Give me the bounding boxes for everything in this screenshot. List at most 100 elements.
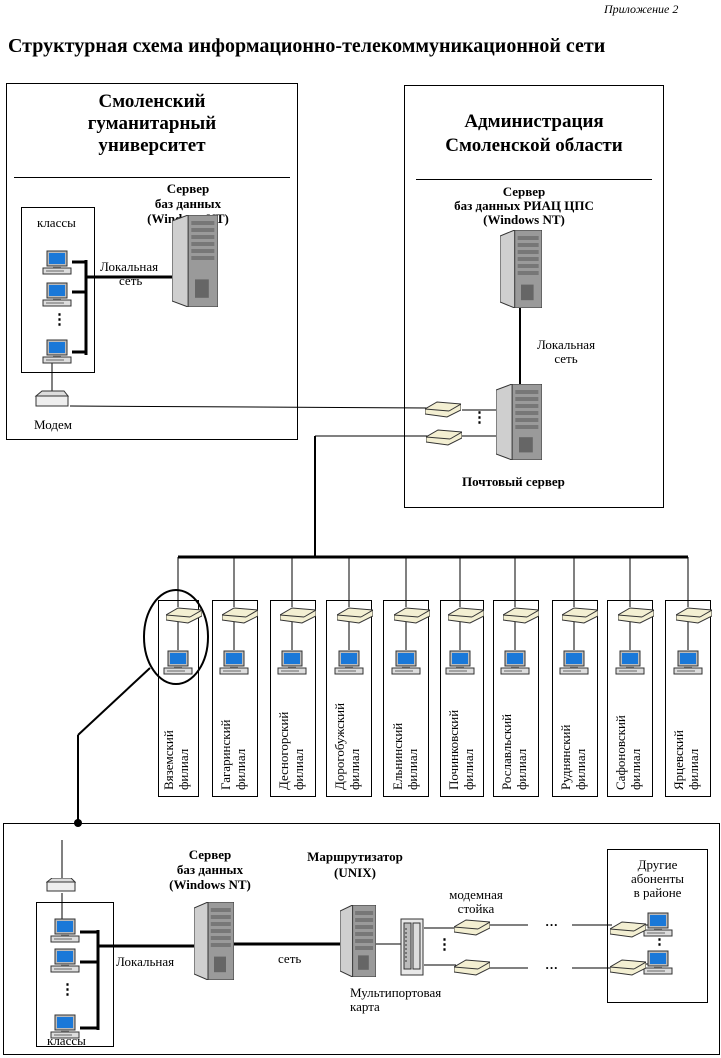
caption-line: сеть <box>119 273 143 288</box>
computer-icon <box>42 282 72 307</box>
modem-icon <box>454 959 490 976</box>
administration-divider <box>416 179 652 180</box>
caption-line: баз данных <box>154 196 222 211</box>
branch-label: Дорогобужский филиал <box>332 690 362 790</box>
university-name-line: университет <box>98 135 206 156</box>
modem-icon <box>448 607 484 624</box>
district-panel <box>3 823 720 1055</box>
modem-icon <box>394 607 430 624</box>
computer-icon <box>163 650 193 675</box>
annex-label: Приложение 2 <box>604 2 679 16</box>
page-title: Структурная схема информационно-телекомм… <box>8 35 606 57</box>
dots: ··· <box>545 960 559 975</box>
district-lan-right: сеть <box>278 951 302 966</box>
branch-label: Вяземский филиал <box>161 690 191 790</box>
computer-icon <box>559 650 589 675</box>
caption-line: Сервер <box>188 847 232 862</box>
computer-icon <box>50 948 80 973</box>
server-icon <box>194 902 234 980</box>
administration-name: Администрация Смоленской области <box>404 110 664 158</box>
other-subscribers-frame <box>607 849 708 1003</box>
administration-name-line: Администрация <box>464 111 604 132</box>
modem-icon <box>454 919 490 936</box>
modem-icon <box>166 607 202 624</box>
branch-label: Ельнинский филиал <box>390 690 420 790</box>
branch-label: Руднянский филиал <box>558 690 588 790</box>
university-lan-label: Локальная сеть <box>100 260 158 288</box>
university-name-line: Смоленский <box>98 91 206 112</box>
branch-frame <box>552 600 598 797</box>
university-modem-label: Модем <box>34 417 72 432</box>
caption-line: Сервер <box>166 181 210 196</box>
modem-icon <box>425 401 461 418</box>
administration-panel <box>404 85 664 508</box>
branch-frame <box>383 600 429 797</box>
multiport-caption: Мультипортовая карта <box>350 986 441 1014</box>
computer-icon <box>445 650 475 675</box>
modem-icon <box>34 390 70 407</box>
caption-line: (Windows NT) <box>169 877 251 892</box>
district-server-caption: Сервер баз данных (Windows NT) <box>150 847 270 892</box>
branch-frame <box>665 600 711 797</box>
branch-name: Ярцевский филиал <box>671 730 701 790</box>
caption-line: Сервер <box>502 184 546 199</box>
computer-icon <box>391 650 421 675</box>
caption-line: баз данных РИАЦ ЦПС <box>454 198 594 213</box>
branch-label: Рославльский филиал <box>499 690 529 790</box>
branch-frame <box>212 600 258 797</box>
caption-line: стойка <box>457 901 495 916</box>
district-classes-frame <box>36 902 114 1047</box>
branch-frame <box>326 600 372 797</box>
computer-icon <box>50 1014 80 1039</box>
caption-line: Другие <box>637 857 678 872</box>
computer-icon <box>42 250 72 275</box>
branch-name: Починковский филиал <box>446 709 476 790</box>
modem-icon <box>676 607 712 624</box>
mail-server-label: Почтовый сервер <box>462 474 565 489</box>
university-panel <box>6 83 298 440</box>
branch-name: Дорогобужский филиал <box>332 702 362 790</box>
caption-line: абоненты <box>631 871 684 886</box>
vertical-ellipsis: ⋮ <box>472 410 487 426</box>
branch-name: Ельнинский филиал <box>390 722 420 790</box>
modem-icon <box>562 607 598 624</box>
modem-icon <box>46 878 76 892</box>
branch-frame <box>607 600 653 797</box>
branch-name: Гагаринский филиал <box>218 719 248 790</box>
computer-icon <box>219 650 249 675</box>
server-icon <box>172 215 218 307</box>
branch-name: Десногорский филиал <box>276 711 306 790</box>
server-icon <box>500 230 542 308</box>
modem-rack-caption: модемная стойка <box>436 888 516 916</box>
computer-icon <box>643 912 673 937</box>
branch-label: Гагаринский филиал <box>218 690 248 790</box>
dots: ··· <box>545 917 559 932</box>
modem-icon <box>280 607 316 624</box>
branch-name: Рославльский филиал <box>499 713 529 790</box>
branch-name: Вяземский филиал <box>161 730 191 790</box>
district-lan-left: Локальная <box>116 954 175 969</box>
branch-frame <box>440 600 484 797</box>
modem-icon <box>337 607 373 624</box>
computer-icon <box>50 918 80 943</box>
vertical-ellipsis: ⋮ <box>437 937 452 953</box>
administration-server-caption: Сервер баз данных РИАЦ ЦПС (Windows NT) <box>424 185 624 227</box>
branch-frame <box>493 600 539 797</box>
university-name: Смоленский гуманитарный университет <box>6 91 298 157</box>
branch-name: Сафоновский филиал <box>613 715 643 790</box>
modem-icon <box>610 921 646 938</box>
administration-lan-label: Локальная сеть <box>526 338 606 366</box>
modem-icon <box>618 607 654 624</box>
server-icon <box>496 384 542 460</box>
vertical-ellipsis: ⋮ <box>60 982 75 998</box>
modem-icon <box>610 959 646 976</box>
branch-name: Руднянский филиал <box>558 724 588 790</box>
computer-icon <box>500 650 530 675</box>
computer-icon <box>42 339 72 364</box>
branch-frame <box>158 600 199 797</box>
branch-label: Сафоновский филиал <box>613 690 643 790</box>
university-name-line: гуманитарный <box>87 113 217 134</box>
modem-icon <box>503 607 539 624</box>
multiport-card-icon <box>400 918 424 976</box>
